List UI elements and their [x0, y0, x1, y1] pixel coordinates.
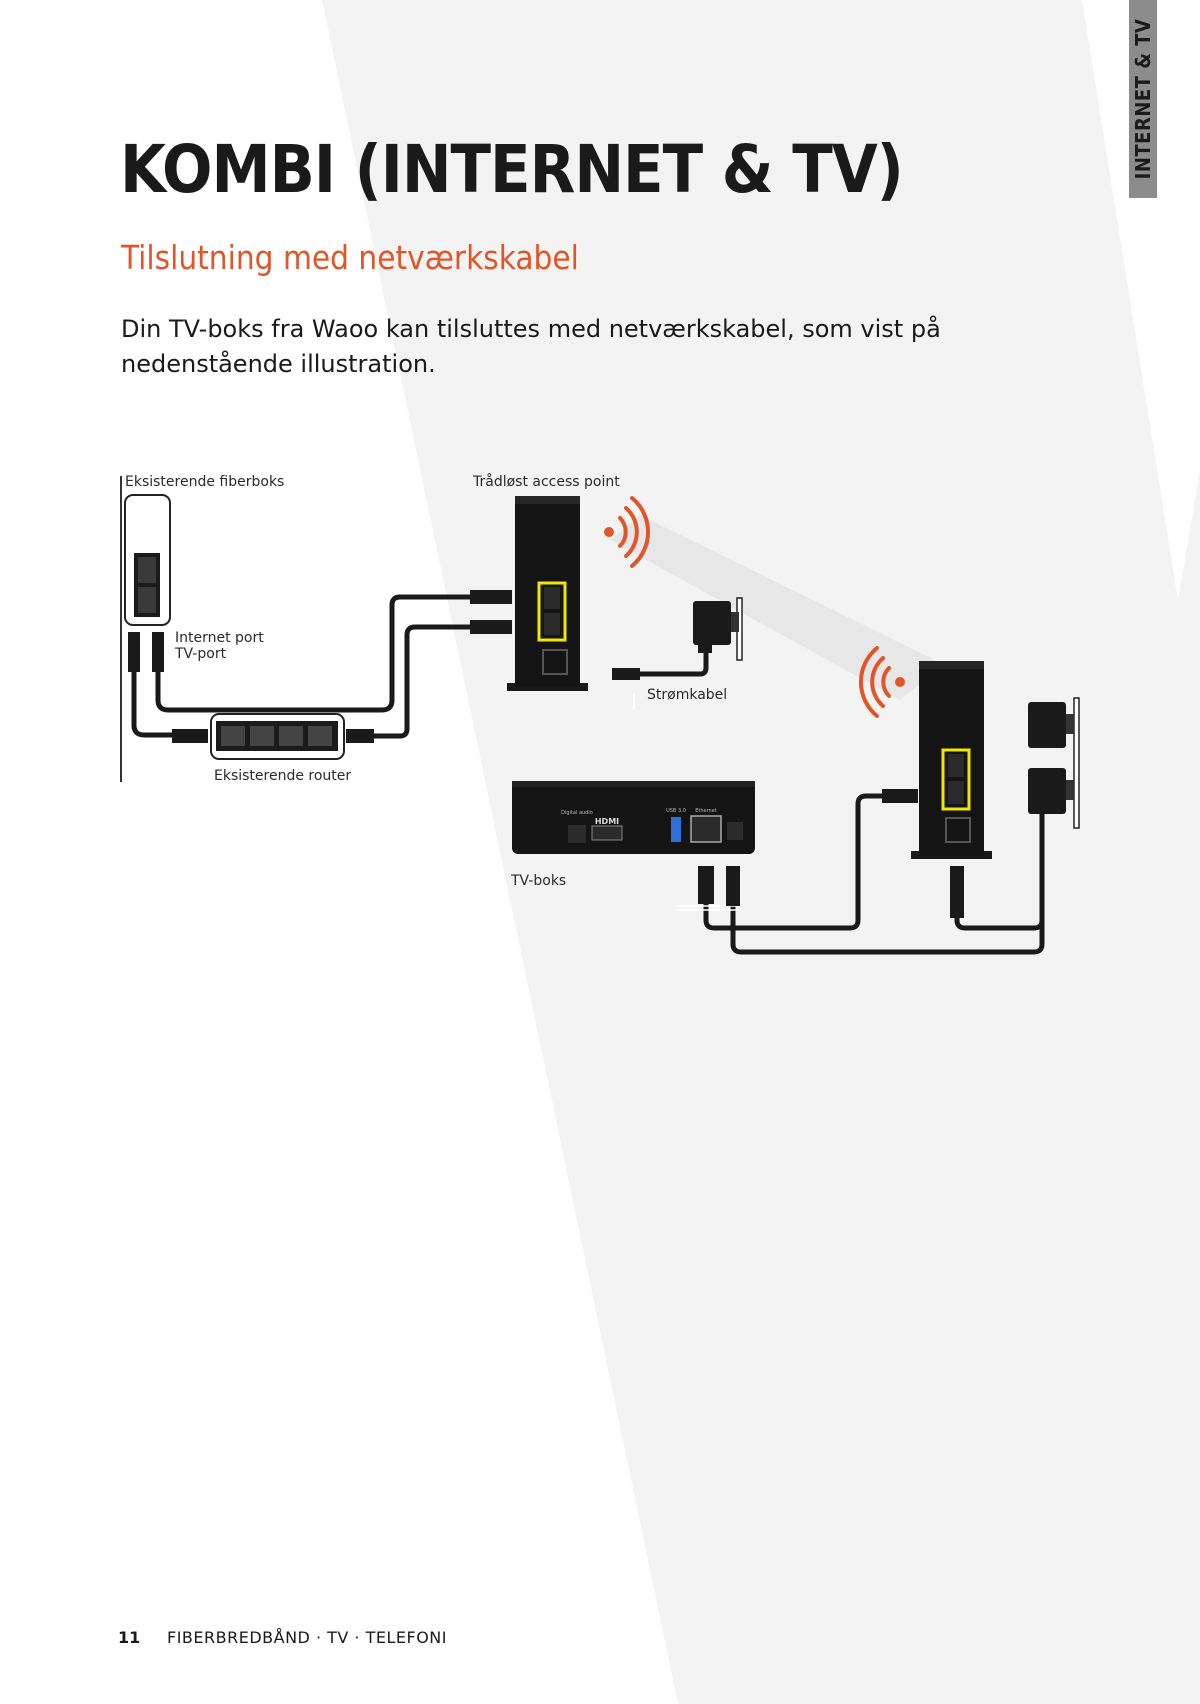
- power-cable-accesspoint: [637, 649, 709, 677]
- fiber-box: [124, 494, 171, 672]
- cable-router-accesspoint: [369, 624, 475, 739]
- access-point-2: [882, 661, 992, 918]
- label-access-point: Trådløst access point: [472, 473, 620, 490]
- tv-box-marking-usb: USB 3.0: [666, 808, 686, 814]
- page-subtitle: Tilslutning med netværkskabel: [121, 238, 579, 277]
- power-cable-accesspoint-2: [954, 915, 1045, 931]
- access-point-1: [470, 496, 588, 691]
- page-title: KOMBI (INTERNET & TV): [120, 131, 904, 208]
- label-internet-port: Internet port: [175, 630, 264, 646]
- tv-box-marking-ethernet: Ethernet: [695, 808, 717, 814]
- fiber-plug-tv: [152, 632, 164, 672]
- label-tv-port: TV-port: [174, 646, 227, 662]
- wireless-beam: [610, 515, 945, 700]
- label-fiber-box: Eksisterende fiberboks: [125, 474, 284, 490]
- page-number: 11: [118, 1628, 141, 1647]
- router-plug-right: [346, 729, 374, 743]
- footer-title: FIBERBREDBÅND · TV · TELEFONI: [167, 1628, 447, 1647]
- router: [172, 713, 374, 760]
- access-point-2-power-plug: [950, 866, 964, 918]
- power-adapter-1: [612, 597, 743, 680]
- wifi-signal-1: [604, 496, 650, 568]
- power-plug-1: [612, 668, 640, 680]
- fiber-plug-internet: [128, 632, 140, 672]
- cables: [131, 594, 1045, 955]
- section-tab: INTERNET & TV: [1129, 0, 1157, 198]
- router-plug-left: [172, 729, 208, 743]
- tv-box-plug-ethernet: [698, 866, 714, 904]
- cable-internet-router: [131, 665, 175, 738]
- wifi-signal-2: [859, 646, 905, 718]
- power-cable-tvbox: [730, 797, 1045, 955]
- power-adapters-2: [1028, 697, 1080, 829]
- tv-box-marking-digital-audio: Digital audio: [561, 810, 593, 816]
- tv-box-plug-power: [726, 866, 740, 906]
- label-tv-box: TV-boks: [510, 873, 566, 889]
- intro-paragraph: Din TV-boks fra Waoo kan tilsluttes med …: [121, 315, 941, 378]
- label-power-cable: Strømkabel: [647, 687, 727, 703]
- cable-tv-accesspoint: [155, 594, 475, 713]
- label-router: Eksisterende router: [214, 768, 351, 784]
- tv-box-marking-hdmi: HDMI: [595, 817, 619, 826]
- tv-box: Digital audio HDMI USB 3.0 Ethernet: [512, 781, 755, 906]
- cable-tvbox-accesspoint: [703, 793, 887, 931]
